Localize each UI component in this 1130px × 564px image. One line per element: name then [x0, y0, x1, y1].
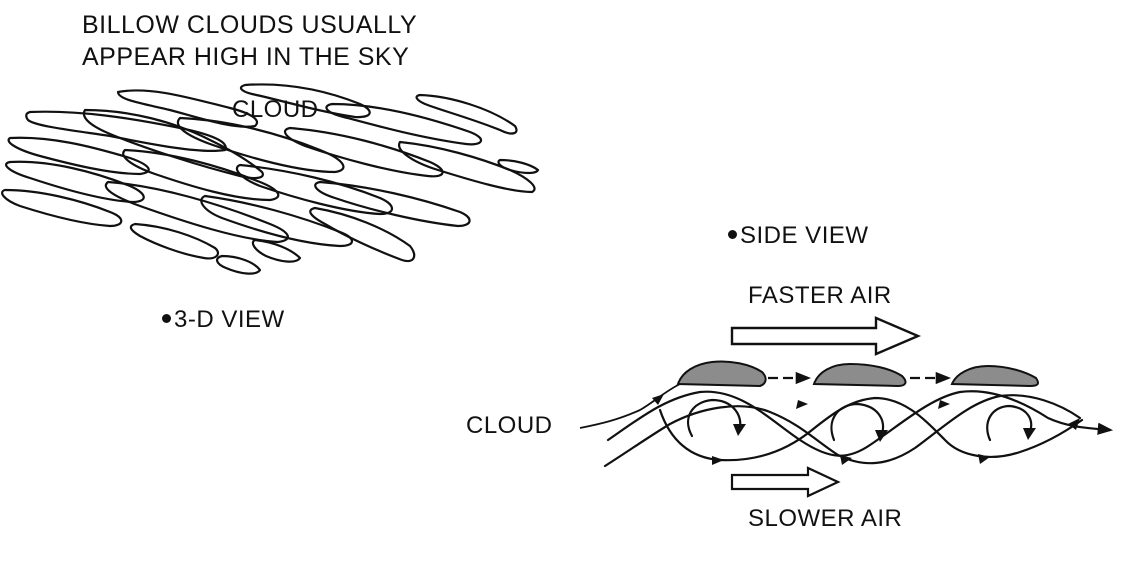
- arrowhead-icon: [938, 400, 950, 409]
- cloud-streak: [497, 158, 540, 175]
- cloud-label-side: CLOUD: [466, 412, 553, 439]
- rotor-circle: [686, 398, 742, 438]
- cloud-label-leader: [579, 383, 681, 429]
- bullet-icon: [728, 230, 737, 240]
- arrowhead-icon: [1068, 418, 1080, 430]
- cloud-streak: [309, 206, 416, 263]
- cloud-streak: [122, 148, 280, 202]
- arrowhead-icon: [1023, 428, 1036, 440]
- cloud-streak: [415, 93, 518, 135]
- cloud-streak: [283, 126, 444, 178]
- cloud-streak: [200, 194, 354, 248]
- cloud-streak: [7, 136, 150, 176]
- crest-cloud: [950, 364, 1039, 388]
- wave-crest-clouds: [676, 360, 1039, 388]
- rotor-circle: [830, 402, 885, 442]
- caption-3d-view-text: 3-D VIEW: [174, 306, 285, 333]
- rotor-arrowheads: [733, 424, 1036, 442]
- cloud-streak: [4, 160, 145, 204]
- cloud-streak: [216, 254, 262, 275]
- cloud-streak: [251, 238, 302, 263]
- billow-clouds-3d: [1, 83, 540, 275]
- caption-3d-view: 3-D VIEW: [162, 308, 285, 332]
- rotor-circulations: [686, 398, 1033, 442]
- arrowhead-icon: [712, 456, 724, 465]
- cloud-streak: [104, 180, 289, 244]
- slower-air-label: SLOWER AIR: [748, 505, 903, 532]
- cloud-streak: [116, 89, 258, 128]
- crest-cloud: [812, 362, 907, 388]
- arrowhead-icon: [978, 454, 990, 464]
- arrowhead-icon: [733, 424, 746, 436]
- faster-air-arrow: [730, 316, 922, 356]
- slower-air-arrow: [730, 466, 841, 498]
- arrowhead-icon: [875, 430, 888, 442]
- caption-side-view-text: SIDE VIEW: [740, 222, 869, 249]
- cloud-streak: [398, 140, 536, 194]
- cloud-streak: [129, 222, 220, 260]
- cloud-streak: [25, 110, 227, 152]
- rotor-circle: [986, 404, 1033, 442]
- streamline-arrowheads: [652, 394, 1080, 465]
- cloud-streak: [1, 188, 123, 228]
- cloud-streak: [314, 180, 471, 228]
- crest-cloud: [676, 360, 767, 388]
- title-line-1: BILLOW CLOUDS USUALLY: [82, 11, 418, 39]
- cloud-streak: [235, 163, 394, 216]
- arrowhead-icon: [796, 400, 808, 409]
- arrowhead-icon: [840, 455, 852, 465]
- cloud-label-3d: CLOUD: [232, 96, 319, 123]
- cloud-streak: [176, 116, 345, 174]
- caption-side-view: SIDE VIEW: [728, 224, 869, 248]
- cloud-streak: [239, 83, 371, 119]
- cloud-streak: [325, 102, 482, 146]
- bullet-icon: [162, 314, 171, 324]
- title-line-2: APPEAR HIGH IN THE SKY: [82, 43, 410, 71]
- faster-air-label: FASTER AIR: [748, 282, 892, 309]
